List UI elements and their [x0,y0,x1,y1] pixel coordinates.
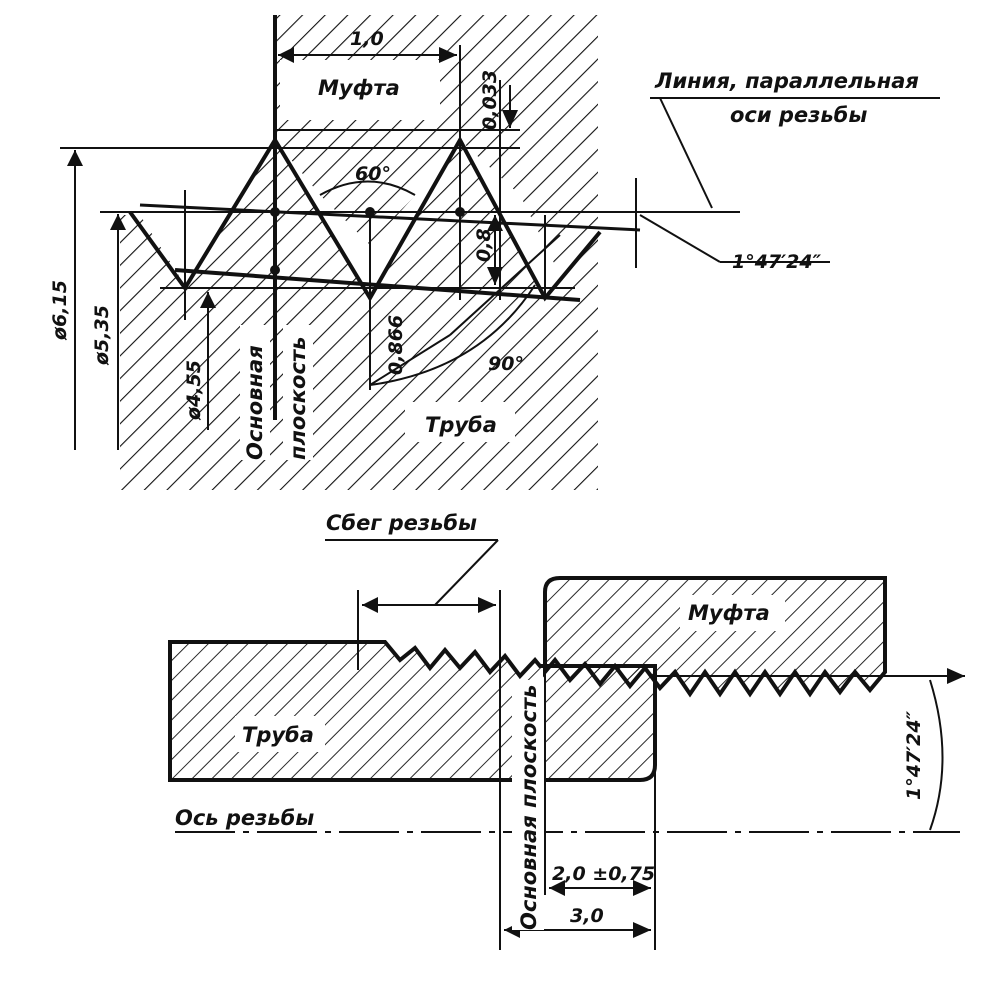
dim-08: 0,8 [473,228,495,262]
top-pipe-label: Труба [425,413,497,437]
base-plane-label-2: плоскость [286,337,310,460]
base-plane-label-1: Основная [243,345,267,460]
dia-inner: ø4,55 [183,360,205,421]
axis-label: Ось резьбы [175,806,314,830]
bottom-taper-angle: 1°47′24″ [903,710,925,800]
angle-90: 90° [488,353,524,375]
top-coupling-label: Муфта [318,76,400,100]
dim-30: 3,0 [570,905,604,927]
parallel-line-label-1: Линия, параллельная [654,69,919,93]
bottom-base-plane-label: Основная плоскость [517,685,541,930]
dim-pitch: 1,0 [350,28,384,50]
runout-label: Сбег резьбы [326,511,477,535]
dia-outer: ø6,15 [49,280,71,341]
dia-mid: ø5,35 [91,305,113,366]
top-thread-profile [60,15,940,490]
dim-0033: 0,033 [479,70,501,130]
top-taper-angle: 1°47′24″ [732,251,822,273]
dim-20: 2,0 ±0,75 [552,863,655,885]
bottom-coupling-region [543,576,887,698]
dim-0866: 0,866 [385,315,407,375]
bottom-coupling-label: Муфта [688,601,770,625]
bottom-pipe-label: Труба [242,723,314,747]
angle-60: 60° [355,163,391,185]
parallel-line-label-2: оси резьбы [730,103,867,127]
